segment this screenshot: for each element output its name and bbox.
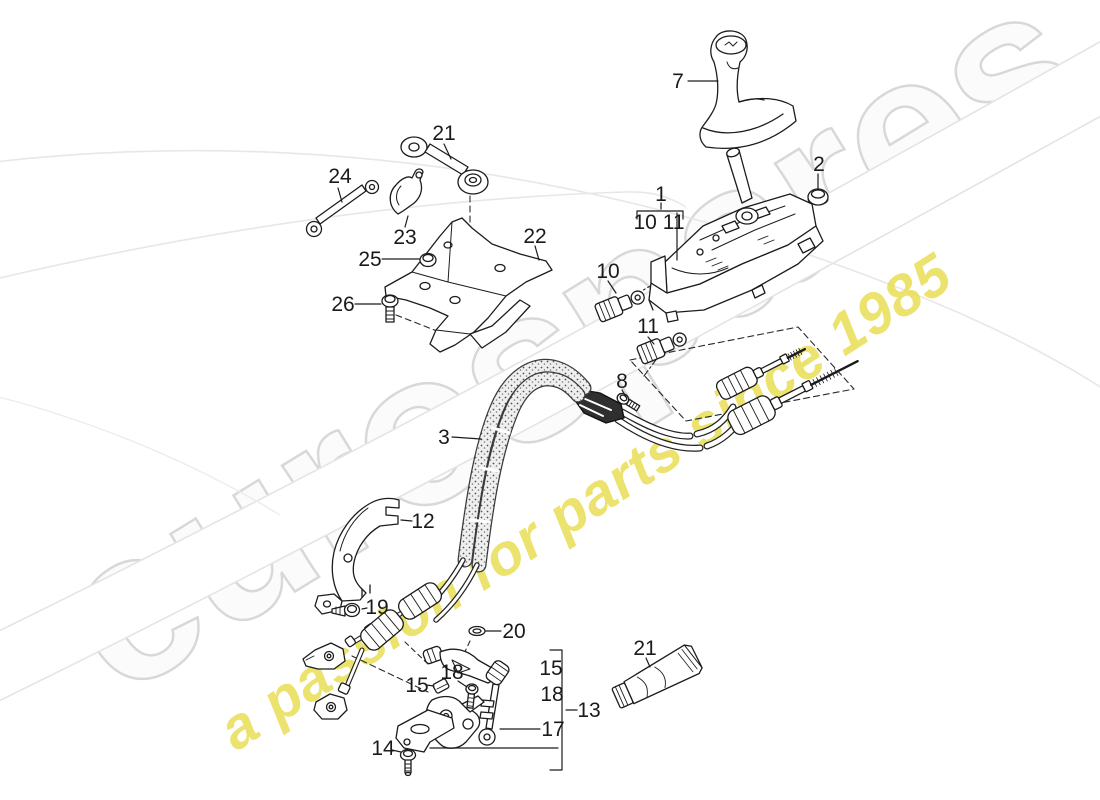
cable-end-fitting-part10 [594,290,645,323]
label-21-rod[interactable]: 21 [432,122,455,145]
label-1[interactable]: 1 [655,183,667,206]
label-24[interactable]: 24 [328,165,352,188]
diagram-layer: 7 2 21 24 23 22 25 26 1 10 11 10 11 8 3 … [302,30,859,777]
shift-knob-part7 [699,30,797,149]
sleeve-part15 [432,678,450,694]
mounting-bracket-part22 [384,217,553,353]
swoosh-band-edge-top [0,40,1100,632]
swoosh-arc-upper [0,149,1100,388]
label-23[interactable]: 23 [393,226,416,249]
label-15-right[interactable]: 15 [539,657,562,680]
bolt-part19 [331,602,361,618]
label-7[interactable]: 7 [672,70,684,93]
cable-eyelet-rear [313,693,348,720]
label-21-tube[interactable]: 21 [633,637,656,660]
label-17[interactable]: 17 [541,718,564,741]
lever-bracket-part23 [389,168,424,215]
bolt-part18 [465,683,479,709]
washer-part20 [468,625,486,637]
cable-end-fitting-part11 [636,332,687,365]
leader-lines [337,80,819,771]
shift-lever-rod [726,147,753,204]
label-18-right[interactable]: 18 [540,683,563,706]
shift-cables-right [614,403,745,452]
relay-lever-assembly-part13 [395,645,510,753]
part-labels: 7 2 21 24 23 22 25 26 1 10 11 10 11 8 3 … [328,70,825,760]
label-20[interactable]: 20 [502,620,525,643]
cable-end-adjuster-upper [715,347,806,400]
cap-nut-part2 [807,188,829,206]
label-8[interactable]: 8 [616,370,628,393]
label-13[interactable]: 13 [577,699,600,722]
cable-eyelet-front [302,642,346,670]
grease-tube-part21 [611,644,703,709]
label-11[interactable]: 11 [637,315,659,338]
nut-part25 [419,252,437,268]
swoosh-arc-lower [0,191,687,279]
label-3[interactable]: 3 [438,426,450,449]
bolt-part26 [381,294,399,323]
label-10-11[interactable]: 10 11 [634,211,685,234]
label-19[interactable]: 19 [365,596,388,619]
selector-link-part21 [400,136,489,195]
label-2[interactable]: 2 [813,153,825,176]
rod-part24 [305,179,380,238]
label-25[interactable]: 25 [358,248,381,271]
bolt-part14 [399,748,417,777]
label-15-left[interactable]: 15 [405,674,428,697]
shift-cables-left [302,557,480,720]
label-22[interactable]: 22 [523,225,546,248]
label-12[interactable]: 12 [411,510,434,533]
swoosh-arc-left [0,396,281,516]
label-26[interactable]: 26 [331,293,354,316]
cable-sheath-part3 [457,358,592,573]
shifter-housing-part1 [648,193,824,323]
bolt-part8 [616,392,641,412]
label-14[interactable]: 14 [371,737,395,760]
cable-end-adjuster-lower [727,359,859,436]
label-10[interactable]: 10 [596,260,619,283]
label-18-left[interactable]: 18 [440,661,463,684]
